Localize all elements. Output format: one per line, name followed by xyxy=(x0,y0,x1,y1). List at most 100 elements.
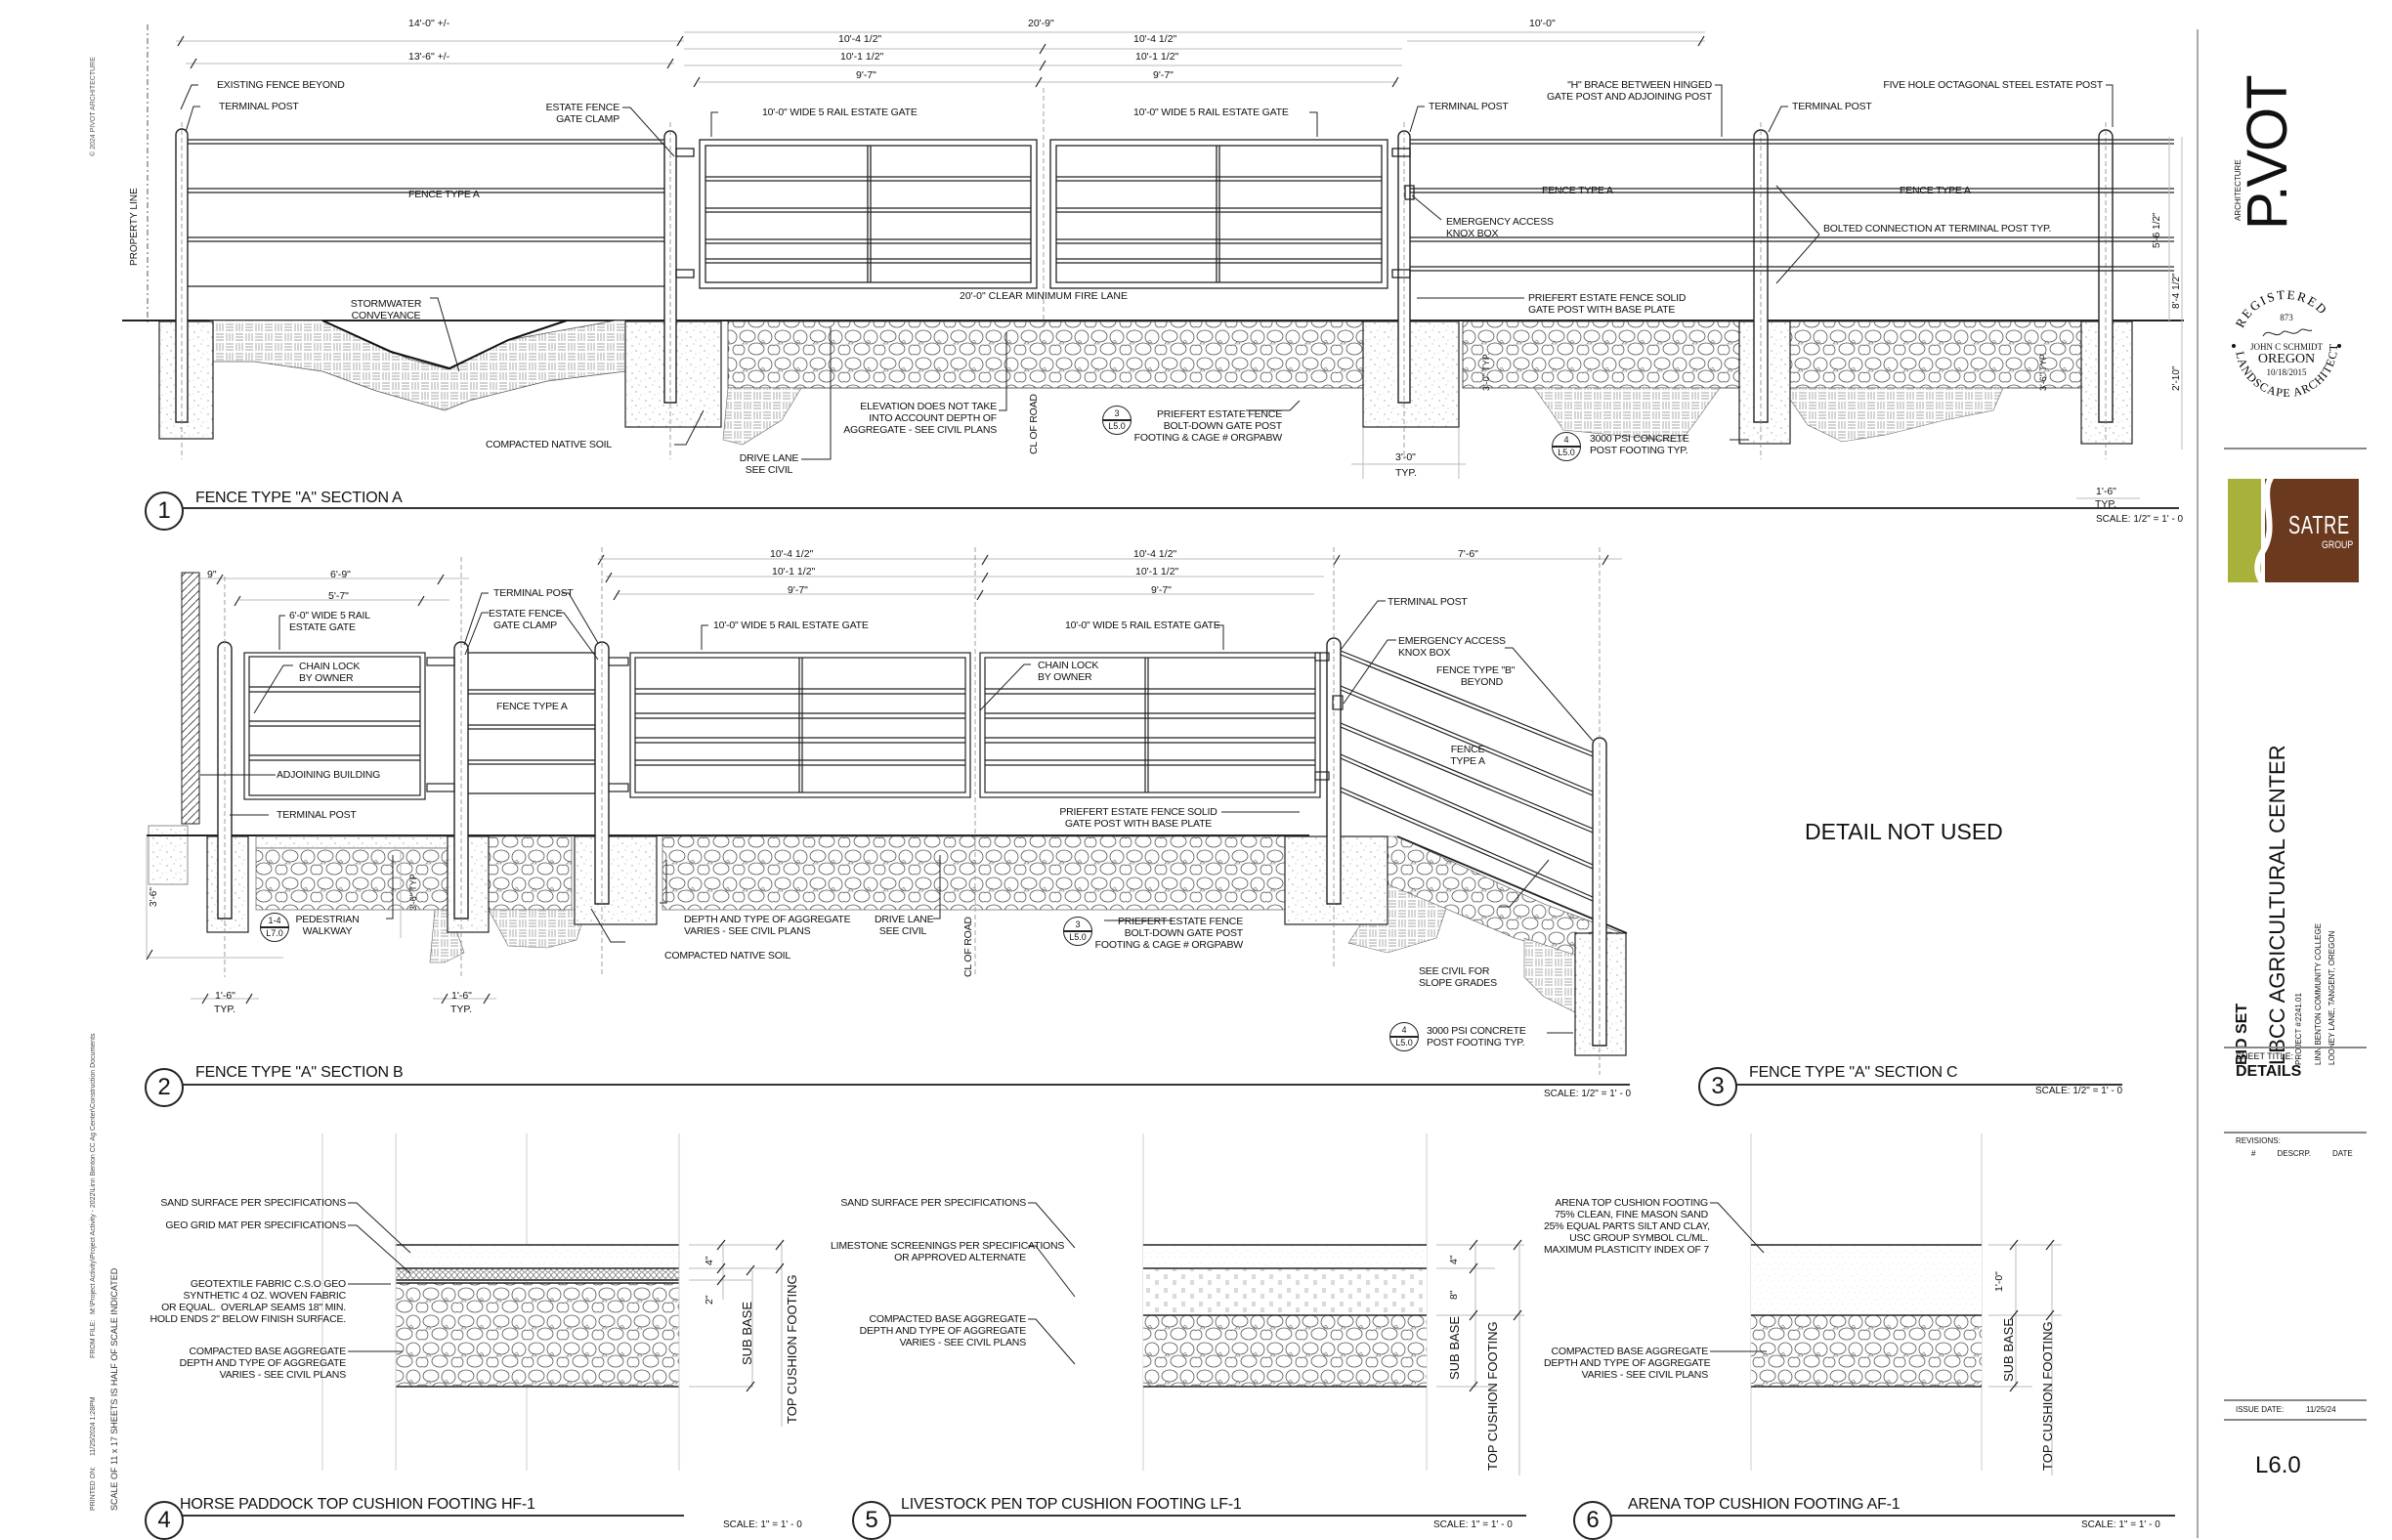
label-slope-grades: SEE CIVIL FOR SLOPE GRADES xyxy=(1419,965,1497,989)
dim-1-6-b-typ: TYP. xyxy=(450,1004,472,1015)
stamp-name: JOHN C SCHMIDT xyxy=(2249,342,2323,352)
label-fence-type-a-1: FENCE TYPE A xyxy=(408,189,480,200)
pivot-logo-sub: ARCHITECTURE xyxy=(2234,159,2242,221)
label-fence-type-a-2: FENCE TYPE A xyxy=(1542,185,1613,196)
label-sand-5: SAND SURFACE PER SPECIFICATIONS xyxy=(840,1197,1026,1209)
label-solid-post-s2: PRIEFERT ESTATE FENCE SOLID GATE POST WI… xyxy=(1059,806,1217,830)
label-gate-left-s2: 10'-0" WIDE 5 RAIL ESTATE GATE xyxy=(713,620,869,631)
stamp-top-text: REGISTERED xyxy=(2232,287,2328,330)
label-gate-left: 10'-0" WIDE 5 RAIL ESTATE GATE xyxy=(762,107,918,118)
label-terminal-post: TERMINAL POST xyxy=(219,101,299,112)
rev-col-date: DATE xyxy=(2331,1149,2353,1158)
label-bolt-down-s2: PRIEFERT ESTATE FENCE BOLT-DOWN GATE POS… xyxy=(1094,916,1244,951)
label-sub-base-6: SUB BASE xyxy=(2001,1317,2016,1382)
dim-s2-10-1-right: 10'-1 1/2" xyxy=(1135,566,1179,578)
label-gate-right: 10'-0" WIDE 5 RAIL ESTATE GATE xyxy=(1133,107,1289,118)
label-walkway: PEDESTRIAN WALKWAY xyxy=(295,914,360,937)
project-number-label: PROJECT #: xyxy=(2294,1019,2303,1065)
detail-2-drawing xyxy=(146,547,2122,1086)
label-terminal-post-top: TERMINAL POST xyxy=(493,587,574,599)
dim-2in-d4: 2" xyxy=(704,1295,715,1305)
label-bolt-down: PRIEFERT ESTATE FENCE BOLT-DOWN GATE POS… xyxy=(1133,408,1283,444)
dim-10-1-left: 10'-1 1/2" xyxy=(840,51,884,63)
satre-logo-text: SATRE xyxy=(2288,510,2350,539)
svg-text:REGISTERED: REGISTERED xyxy=(2232,287,2330,330)
project-location: LOONEY LANE, TANGENT, OREGON xyxy=(2328,930,2336,1065)
label-top-cushion-5: TOP CUSHION FOOTING xyxy=(1485,1321,1500,1471)
label-sub-base-4: SUB BASE xyxy=(740,1301,754,1365)
label-octagonal-post: FIVE HOLE OCTAGONAL STEEL ESTATE POST xyxy=(1883,79,2103,91)
detail-3-scale: SCALE: 1/2" = 1' - 0 xyxy=(2035,1086,2123,1096)
detail-1-scale: SCALE: 1/2" = 1' - 0 xyxy=(2096,514,2184,525)
label-adjoining-building: ADJOINING BUILDING xyxy=(277,769,381,781)
label-gate-6ft: 6'-0" WIDE 5 RAIL ESTATE GATE xyxy=(289,610,370,633)
label-sub-base-5: SUB BASE xyxy=(1447,1315,1462,1380)
label-base-4: COMPACTED BASE AGGREGATE DEPTH AND TYPE … xyxy=(179,1346,347,1381)
dim-7-6: 7'-6" xyxy=(1458,548,1478,560)
dim-1-6-a-typ: TYP. xyxy=(214,1004,235,1015)
issue-date: 11/25/24 xyxy=(2306,1405,2336,1414)
dim-1-0-d6: 1'-0" xyxy=(1993,1271,2005,1292)
label-fence-type-a-3: FENCE TYPE A xyxy=(1900,185,1971,196)
stamp-state: OREGON xyxy=(2257,352,2316,366)
detail-6-scale: SCALE: 1" = 1' - 0 xyxy=(2081,1519,2160,1530)
label-fence-type-a-s2: FENCE TYPE A xyxy=(496,701,568,712)
dim-3-0: 3'-0" xyxy=(1395,451,1416,463)
label-base-6: COMPACTED BASE AGGREGATE DEPTH AND TYPE … xyxy=(1544,1346,1711,1381)
dim-1-6-a: 1'-6" xyxy=(215,990,235,1002)
title-block-border xyxy=(2197,29,2199,1538)
stamp-date: 10/18/2015 xyxy=(2266,367,2307,377)
label-geogrid-4: GEO GRID MAT PER SPECIFICATIONS xyxy=(165,1219,346,1231)
detail-2-scale: SCALE: 1/2" = 1' - 0 xyxy=(1544,1089,1632,1099)
registration-stamp: REGISTERED LANDSCAPE ARCHITECT 873 JOHN … xyxy=(2226,285,2347,406)
project-name: LBCC AGRICULTURAL CENTER xyxy=(2265,745,2289,1065)
dim-14-0: 14'-0" +/- xyxy=(408,18,450,29)
label-chain-lock-1: CHAIN LOCK BY OWNER xyxy=(299,661,361,684)
dim-1-6: 1'-6" xyxy=(2096,486,2116,497)
dim-20-9: 20'-9" xyxy=(1028,18,1054,29)
label-knox-box-s2: EMERGENCY ACCESS KNOX BOX xyxy=(1398,635,1506,659)
label-stormwater: STORMWATER CONVEYANCE xyxy=(350,298,422,321)
dim-s2-9-7-left: 9'-7" xyxy=(788,584,808,596)
dim-1-6-b: 1'-6" xyxy=(451,990,472,1002)
label-chain-lock-2: CHAIN LOCK BY OWNER xyxy=(1038,660,1099,683)
dim-s2-10-1-left: 10'-1 1/2" xyxy=(772,566,816,578)
label-elevation-note: ELEVATION DOES NOT TAKE INTO ACCOUNT DEP… xyxy=(843,401,997,436)
dim-4in-d5: 4" xyxy=(1448,1255,1460,1264)
dim-9in: 9" xyxy=(207,569,217,580)
detail-3-note: DETAIL NOT USED xyxy=(1805,819,2003,844)
dim-s2-10-4-left: 10'-4 1/2" xyxy=(770,548,814,560)
detail-1-drawing xyxy=(122,24,2184,509)
detail-3-title: FENCE TYPE "A" SECTION C xyxy=(1749,1064,1958,1081)
revisions-label: REVISIONS: xyxy=(2236,1136,2281,1145)
detail-4-title: HORSE PADDOCK TOP CUSHION FOOTING HF-1 xyxy=(180,1496,535,1513)
sheet-title-label: SHEET TITLE: xyxy=(2236,1051,2294,1061)
label-knox-box: EMERGENCY ACCESS KNOX BOX xyxy=(1446,216,1554,239)
stamp-number: 873 xyxy=(2280,313,2293,322)
label-geotextile-4: GEOTEXTILE FABRIC C.S.O GEO SYNTHETIC 4 … xyxy=(150,1278,346,1325)
label-fence-a-slope: FENCE TYPE A xyxy=(1450,744,1485,767)
dim-s2-10-4-right: 10'-4 1/2" xyxy=(1133,548,1177,560)
label-sand-4: SAND SURFACE PER SPECIFICATIONS xyxy=(160,1197,346,1209)
detail-5-scale: SCALE: 1" = 1' - 0 xyxy=(1433,1519,1513,1530)
label-h-brace: "H" BRACE BETWEEN HINGED GATE POST AND A… xyxy=(1546,79,1712,103)
detail-1-bubble: 1 xyxy=(145,492,184,531)
dim-9-7-left: 9'-7" xyxy=(856,69,876,81)
dim-13-6: 13'-6" +/- xyxy=(408,51,450,63)
dim-3-0-typ: TYP. xyxy=(1395,467,1417,479)
label-existing-fence: EXISTING FENCE BEYOND xyxy=(217,79,345,91)
detail-4-bubble: 4 xyxy=(145,1501,184,1540)
dim-5-7: 5'-7" xyxy=(328,590,349,602)
label-base-5: COMPACTED BASE AGGREGATE DEPTH AND TYPE … xyxy=(859,1313,1027,1348)
dim-4in-d4: 4" xyxy=(704,1256,715,1265)
client-name: LINN BENTON COMMUNITY COLLEGE xyxy=(2314,922,2323,1065)
label-footing-s2: 3000 PSI CONCRETE POST FOOTING TYP. xyxy=(1427,1025,1526,1048)
revisions-header: # DESCRP. DATE xyxy=(2251,1149,2369,1158)
label-solid-post: PRIEFERT ESTATE FENCE SOLID GATE POST WI… xyxy=(1528,292,1687,316)
project-number: 2241.01 xyxy=(2294,993,2303,1021)
